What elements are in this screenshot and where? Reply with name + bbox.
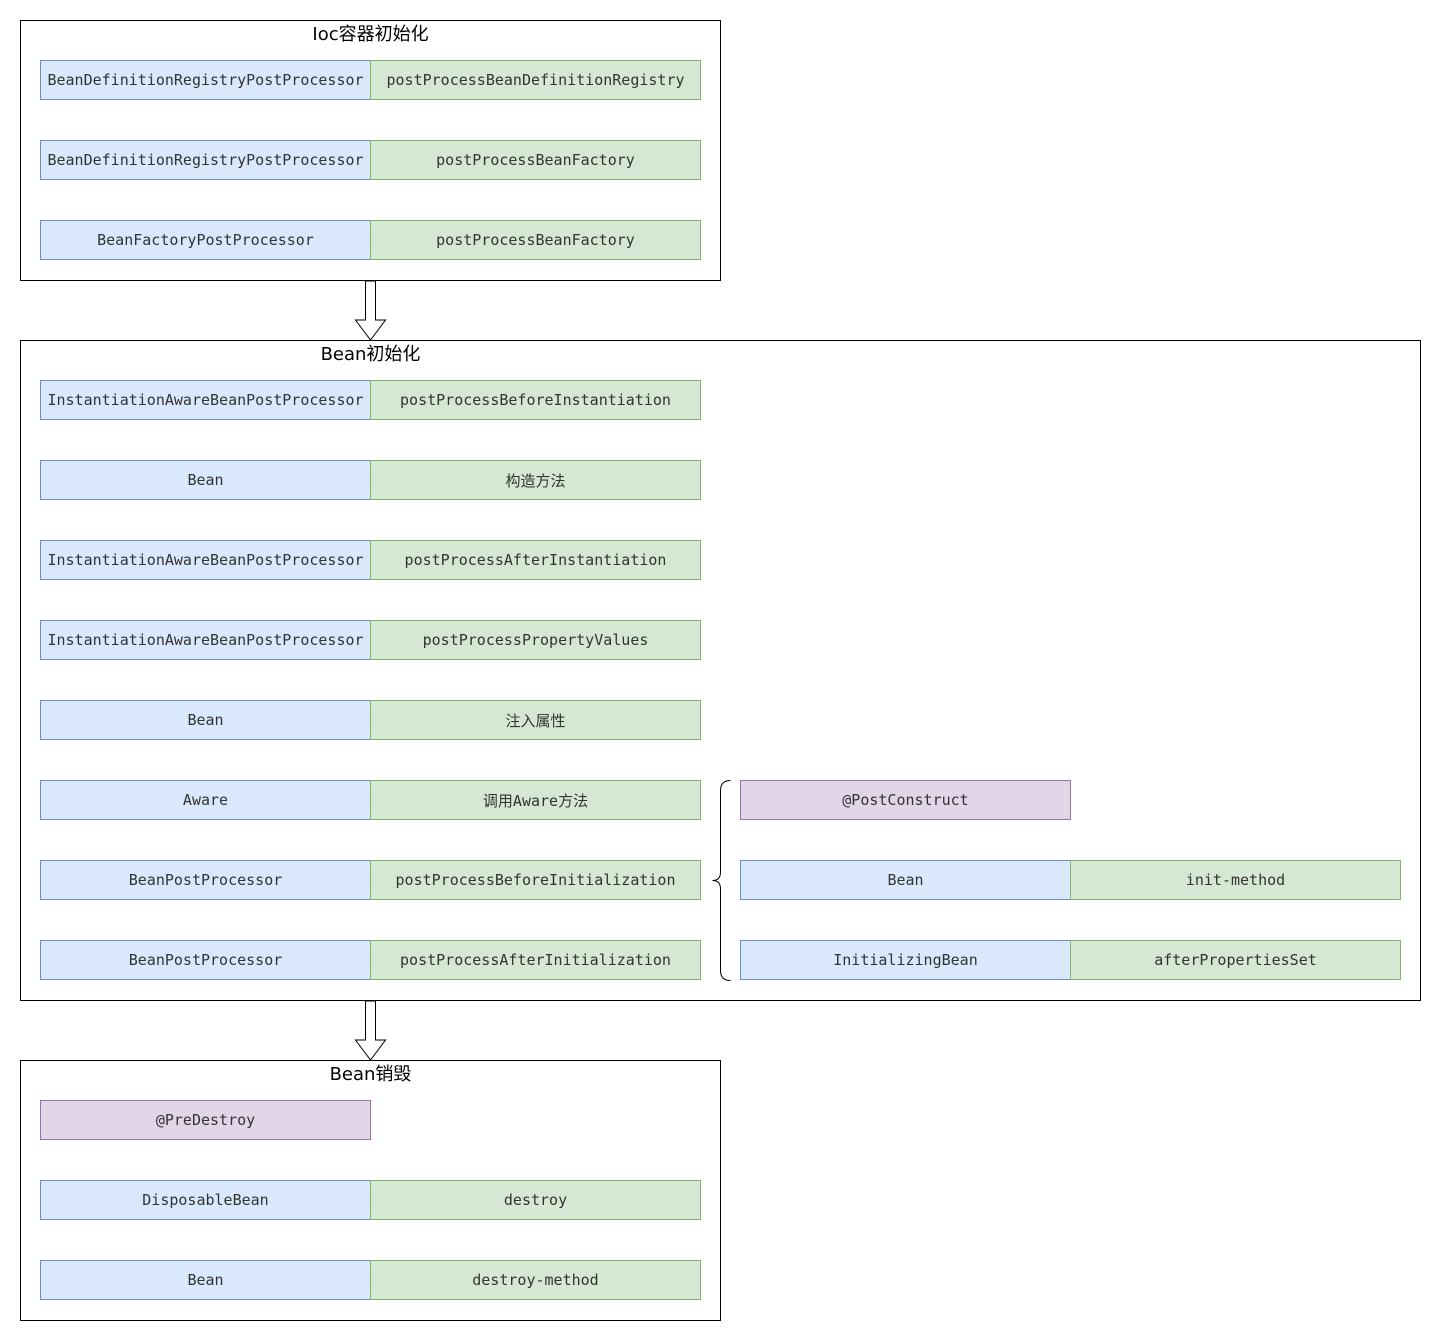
bean-destroy-title: Bean销毁 — [329, 1064, 412, 1085]
init-row-2-class: Bean — [40, 460, 371, 500]
ioc-row-1-method: postProcessBeanDefinitionRegistry — [370, 60, 701, 100]
ioc-row-2-class: BeanDefinitionRegistryPostProcessor — [40, 140, 371, 180]
bean-init-group — [20, 340, 1421, 1001]
init-row-2-method: 构造方法 — [370, 460, 701, 500]
init-row-4-class: InstantiationAwareBeanPostProcessor — [40, 620, 371, 660]
init-row-7-class: BeanPostProcessor — [40, 860, 371, 900]
init-detail-row-1-method: init-method — [1070, 860, 1401, 900]
init-row-3-method: postProcessAfterInstantiation — [370, 540, 701, 580]
init-detail-row-2-method: afterPropertiesSet — [1070, 940, 1401, 980]
destroy-row-2-class: Bean — [40, 1260, 371, 1300]
init-row-4-method: postProcessPropertyValues — [370, 620, 701, 660]
init-row-5-method: 注入属性 — [370, 700, 701, 740]
init-detail-row-2-class: InitializingBean — [740, 940, 1071, 980]
init-row-1-class: InstantiationAwareBeanPostProcessor — [40, 380, 371, 420]
init-row-6-class: Aware — [40, 780, 371, 820]
init-row-8-class: BeanPostProcessor — [40, 940, 371, 980]
ioc-row-3-method: postProcessBeanFactory — [370, 220, 701, 260]
init-row-8-method: postProcessAfterInitialization — [370, 940, 701, 980]
init-row-1-method: postProcessBeforeInstantiation — [370, 380, 701, 420]
ioc-row-1-class: BeanDefinitionRegistryPostProcessor — [40, 60, 371, 100]
bean-init-title: Bean初始化 — [320, 344, 421, 365]
postconstruct-annotation: @PostConstruct — [740, 780, 1071, 820]
ioc-row-3-class: BeanFactoryPostProcessor — [40, 220, 371, 260]
ioc-init-title: Ioc容器初始化 — [312, 24, 429, 45]
destroy-row-1-class: DisposableBean — [40, 1180, 371, 1220]
init-row-5-class: Bean — [40, 700, 371, 740]
destroy-row-2-method: destroy-method — [370, 1260, 701, 1300]
init-row-3-class: InstantiationAwareBeanPostProcessor — [40, 540, 371, 580]
predestroy-annotation: @PreDestroy — [40, 1100, 371, 1140]
init-detail-row-1-class: Bean — [740, 860, 1071, 900]
init-row-6-method: 调用Aware方法 — [370, 780, 701, 820]
destroy-row-1-method: destroy — [370, 1180, 701, 1220]
init-row-7-method: postProcessBeforeInitialization — [370, 860, 701, 900]
ioc-row-2-method: postProcessBeanFactory — [370, 140, 701, 180]
